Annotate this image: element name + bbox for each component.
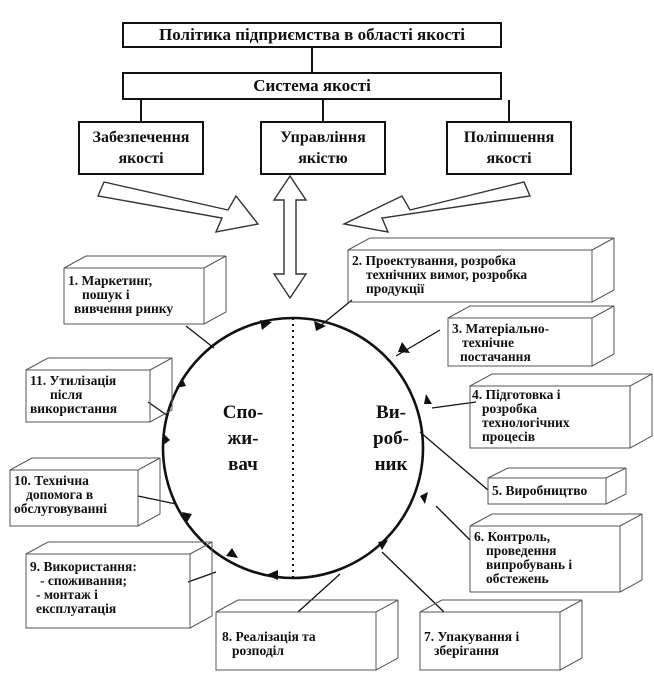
stage-4-line: процесів — [482, 429, 536, 444]
stage-10-technical-support: 10. Технічна допомога в обслуговуванні — [14, 474, 107, 516]
stage-2-line: продукції — [366, 281, 425, 296]
stage-6-line: проведення — [486, 543, 557, 558]
stage-4-line: технологічних — [482, 415, 570, 430]
stage-3-line: постачання — [460, 349, 531, 364]
stage-6-line: 6. Контроль, — [474, 529, 551, 544]
stage-1-marketing: 1. Маркетинг, пошук і вивчення ринку — [68, 274, 173, 316]
stage-7-line: 7. Упакування і — [424, 629, 520, 644]
consumer-label: Спо- жи- вач — [208, 400, 278, 478]
quality-improvement-line1: Поліпшення — [463, 129, 555, 146]
consumer-label-part3: вач — [228, 454, 258, 475]
right-hollow-arrow — [341, 181, 532, 233]
stage-6-line: випробувань і — [486, 557, 573, 572]
stage-5-production: 5. Виробництво — [492, 484, 587, 498]
stage-8-sales: 8. Реалізація та розподіл — [222, 630, 316, 658]
quality-improvement-line2: якості — [486, 150, 532, 167]
quality-policy-box: Політика підприємства в області якості — [122, 22, 502, 48]
stage-10-line: обслуговуванні — [14, 501, 107, 516]
stage-11-line: 11. Утилізація — [30, 373, 117, 388]
stage-1-line: вивчення ринку — [74, 301, 174, 316]
stage-5-line: 5. Виробництво — [492, 483, 588, 498]
stage-3-supply: 3. Матеріально- технічне постачання — [452, 322, 549, 364]
quality-assurance-line1: Забезпечення — [92, 129, 190, 146]
stage-8-line: 8. Реалізація та — [222, 629, 316, 644]
stage-11-disposal: 11. Утилізація після використання — [30, 374, 117, 416]
quality-management-line2: якістю — [298, 150, 348, 167]
stage-8-line: розподіл — [232, 643, 284, 658]
stage-9-line: - споживання; — [40, 573, 128, 588]
stage-boxes — [9, 237, 653, 671]
stage-4-preparation: 4. Підготовка і розробка технологічних п… — [472, 388, 570, 444]
leader-lines — [137, 299, 489, 613]
left-hollow-arrow — [97, 181, 260, 233]
stage-7-packaging: 7. Упакування і зберігання — [424, 630, 519, 658]
stage-6-line: обстежень — [486, 571, 549, 586]
quality-system-box: Система якості — [122, 72, 502, 100]
producer-label-part3: ник — [374, 454, 408, 475]
stage-2-line: технічних вимог, розробка — [366, 267, 528, 282]
stage-9-line: експлуатація — [36, 601, 117, 616]
stage-1-line: 1. Маркетинг, — [68, 273, 153, 288]
stage-11-line: після — [50, 387, 83, 402]
quality-management-line1: Управління — [280, 129, 366, 146]
producer-label-part1: Ви- — [376, 402, 406, 423]
producer-label-part2: роб- — [373, 428, 409, 449]
double-hollow-arrow — [272, 174, 308, 300]
stage-7-line: зберігання — [434, 643, 499, 658]
stage-4-line: 4. Підготовка і — [472, 387, 561, 402]
stage-9-usage: 9. Використання: - споживання; - монтаж … — [30, 560, 137, 616]
stage-2-design: 2. Проектування, розробка технічних вимо… — [352, 254, 527, 296]
stage-4-line: розробка — [482, 401, 538, 416]
stage-6-control: 6. Контроль, проведення випробувань і об… — [474, 530, 572, 586]
consumer-label-part1: Спо- — [222, 402, 264, 423]
quality-management-box: Управління якістю — [260, 121, 386, 175]
consumer-label-part2: жи- — [227, 428, 259, 449]
quality-improvement-box: Поліпшення якості — [446, 121, 572, 175]
quality-assurance-line2: якості — [118, 150, 164, 167]
stage-9-line: - монтаж і — [36, 587, 98, 602]
stage-3-line: 3. Матеріально- — [452, 321, 550, 336]
producer-label: Ви- роб- ник — [356, 400, 426, 478]
quality-assurance-box: Забезпечення якості — [78, 121, 204, 175]
stage-11-line: використання — [30, 401, 118, 416]
stage-9-line: 9. Використання: — [30, 559, 137, 574]
stage-10-line: допомога в — [26, 487, 94, 502]
stage-10-line: 10. Технічна — [14, 473, 89, 488]
stage-3-line: технічне — [462, 335, 515, 350]
stage-2-line: 2. Проектування, розробка — [352, 253, 516, 268]
stage-1-line: пошук і — [82, 287, 130, 302]
